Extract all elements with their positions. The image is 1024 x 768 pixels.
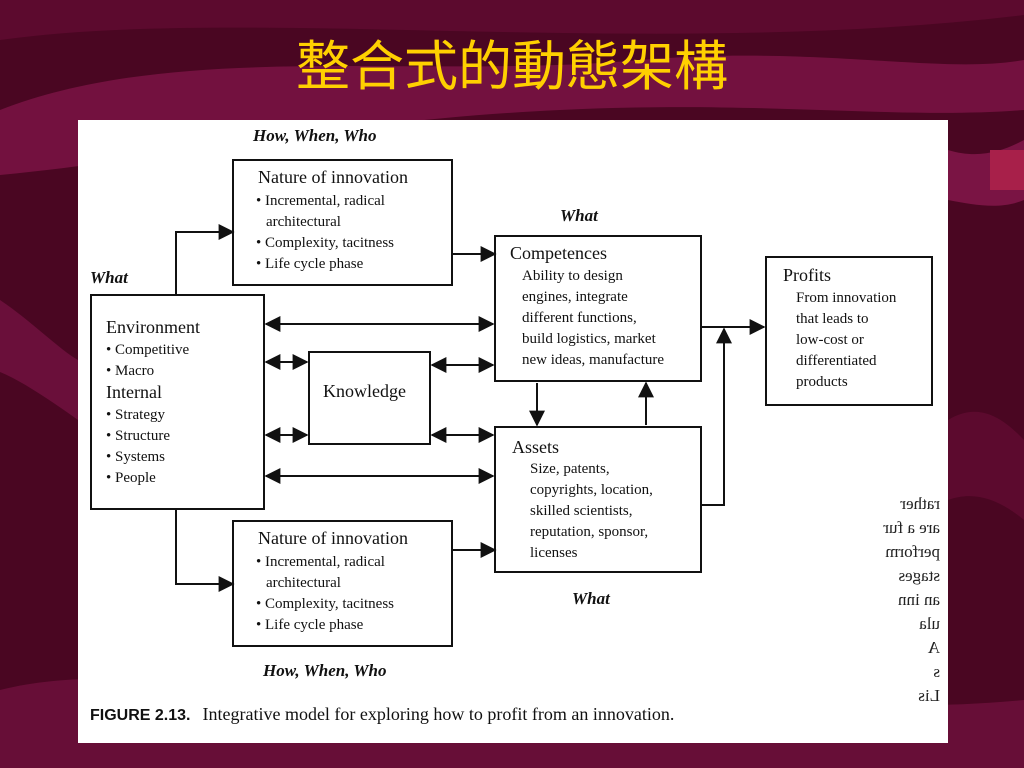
figure-number: FIGURE 2.13.	[90, 707, 191, 724]
assets-line: reputation, sponsor,	[530, 524, 649, 540]
assets-line: skilled scientists,	[530, 503, 633, 519]
figure-caption-text: Integrative model for exploring how to p…	[202, 704, 675, 724]
figure-panel: How, When, Who What What What How, When,…	[78, 120, 948, 743]
nature-item: • Incremental, radical	[256, 193, 385, 209]
environment-list: • Competitive • Macro	[106, 340, 189, 382]
nature-box-top	[232, 159, 453, 286]
nature-title-top: Nature of innovation	[258, 167, 408, 187]
competences-line: engines, integrate	[522, 289, 628, 305]
profits-title: Profits	[783, 265, 832, 285]
competences-line: different functions,	[522, 310, 637, 326]
environment-item: • Competitive	[106, 342, 190, 358]
what-label-environment: What	[90, 268, 128, 287]
nature-title-bottom: Nature of innovation	[258, 528, 408, 548]
profits-line: low-cost or	[796, 332, 864, 348]
nature-list-bottom: • Incremental, radical architectural • C…	[256, 552, 394, 636]
profits-box	[765, 256, 933, 406]
profits-list: From innovation that leads to low-cost o…	[796, 288, 896, 393]
profits-line: products	[796, 374, 848, 390]
knowledge-title: Knowledge	[323, 381, 406, 401]
competences-box	[494, 235, 702, 382]
environment-title: Environment	[106, 317, 200, 337]
profits-line: From innovation	[796, 290, 897, 306]
competences-line: build logistics, market	[522, 331, 656, 347]
internal-item: • Structure	[106, 428, 170, 444]
internal-item: • Strategy	[106, 407, 165, 423]
competences-line: new ideas, manufacture	[522, 352, 665, 368]
nature-list-top: • Incremental, radical architectural • C…	[256, 191, 394, 275]
internal-list: • Strategy • Structure • Systems • Peopl…	[106, 405, 170, 489]
bleed-through-text: rather are a fur perform stages an inn u…	[883, 494, 940, 705]
nature-item: • Life cycle phase	[256, 617, 364, 633]
how-when-who-label-top: How, When, Who	[253, 126, 377, 145]
profits-line: that leads to	[796, 311, 869, 327]
what-label-assets: What	[572, 589, 610, 608]
what-label-competences: What	[560, 206, 598, 225]
nature-item: • Life cycle phase	[256, 256, 364, 272]
assets-title: Assets	[512, 437, 560, 457]
competences-title: Competences	[510, 243, 607, 263]
figure-caption: FIGURE 2.13. Integrative model for explor…	[90, 704, 674, 725]
internal-title: Internal	[106, 382, 162, 402]
nature-item: architectural	[266, 214, 341, 230]
diagram-lines	[90, 159, 933, 647]
environment-box	[90, 294, 265, 510]
competences-line: Ability to design	[522, 268, 623, 284]
slide-title: 整合式的動態架構	[296, 35, 728, 98]
competences-list: Ability to design engines, integrate dif…	[522, 266, 664, 371]
knowledge-box	[308, 351, 431, 445]
assets-list: Size, patents, copyrights, location, ski…	[530, 459, 653, 564]
environment-item: • Macro	[106, 363, 155, 379]
profits-line: differentiated	[796, 353, 877, 369]
internal-item: • Systems	[106, 449, 166, 465]
nature-item: architectural	[266, 575, 341, 591]
nature-item: • Complexity, tacitness	[256, 235, 395, 251]
internal-item: • People	[106, 470, 156, 486]
assets-line: licenses	[530, 545, 578, 561]
assets-box	[494, 426, 702, 573]
assets-line: copyrights, location,	[530, 482, 653, 498]
how-when-who-label-bottom: How, When, Who	[263, 661, 387, 680]
assets-line: Size, patents,	[530, 461, 610, 477]
nature-item: • Complexity, tacitness	[256, 596, 395, 612]
nature-item: • Incremental, radical	[256, 554, 385, 570]
